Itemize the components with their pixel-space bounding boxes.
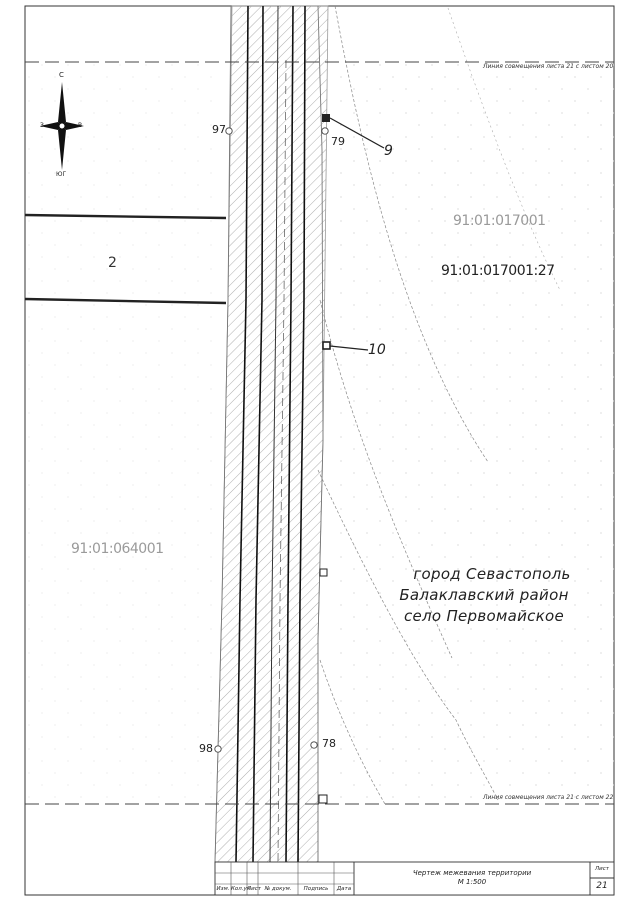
quarter-label-east: 91:01:017001 — [453, 213, 546, 229]
title-block-sheet-label: Лист — [595, 866, 609, 872]
survey-point-98 — [214, 745, 222, 753]
quarter-label-west: 91:01:064001 — [71, 541, 164, 557]
point-label-98: 98 — [199, 742, 213, 755]
title-col-izm: Изм. — [216, 886, 230, 892]
title-block — [214, 861, 615, 896]
road-line-1 — [235, 5, 249, 863]
title-col-date: Дата — [336, 886, 352, 892]
contour-line-4 — [319, 659, 386, 805]
road-corridor-hatch — [214, 5, 329, 863]
road-edge-west — [214, 5, 232, 863]
marker-bottom-icon — [318, 794, 328, 804]
contour-line-3 — [317, 469, 499, 801]
match-line-bottom-note: Линия совмещения листа 21 с листом 22 — [483, 794, 614, 801]
compass-north-label: С — [59, 71, 64, 79]
leader-line-10 — [329, 345, 369, 351]
point-label-97: 97 — [212, 123, 226, 136]
road-line-4 — [285, 5, 294, 863]
marker-small-icon — [319, 568, 328, 577]
marker-10-icon — [322, 341, 331, 350]
point-label-79: 79 — [331, 135, 345, 148]
callout-label-10: 10 — [368, 342, 386, 358]
road-centre-line — [277, 59, 287, 863]
leader-line-9 — [329, 117, 385, 149]
location-city: город Севастополь — [413, 565, 571, 583]
title-col-doc: № докум. — [264, 886, 292, 892]
contour-line-1 — [334, 5, 489, 463]
location-district: Балаклавский район — [399, 586, 569, 604]
survey-point-78 — [310, 741, 318, 749]
point-label-78: 78 — [322, 737, 336, 750]
survey-point-97 — [225, 127, 233, 135]
title-col-list: Лист — [247, 886, 261, 892]
title-col-koluch: Кол.уч — [231, 886, 251, 892]
contour-line-2 — [319, 299, 453, 659]
road-line-3 — [269, 5, 279, 863]
title-block-title: Чертеж межевания территории — [412, 869, 532, 877]
terrain-texture-west — [25, 62, 215, 804]
zone-boundary-bottom — [24, 297, 227, 305]
zone-boundary-top — [24, 213, 227, 220]
compass-south-label: ЮГ — [56, 171, 67, 178]
survey-point-79 — [321, 127, 329, 135]
compass-west-label: З — [40, 122, 44, 129]
title-col-sign: Подпись — [303, 886, 329, 892]
compass-rose-icon — [40, 82, 84, 170]
road-edge-east — [317, 5, 324, 862]
parcel-label-east: 91:01:017001:27 — [441, 263, 555, 279]
marker-9-icon — [322, 114, 330, 122]
title-block-scale: М 1:500 — [457, 878, 487, 886]
match-line-top-note: Линия совмещения листа 21 с листом 20 — [483, 63, 614, 70]
location-village: село Первомайское — [403, 607, 565, 625]
zone-number-label: 2 — [108, 255, 117, 271]
terrain-texture-east — [330, 62, 614, 804]
callout-label-9: 9 — [384, 143, 393, 159]
road-line-5 — [297, 5, 306, 863]
road-line-2 — [252, 5, 264, 863]
title-block-sheet-number: 21 — [596, 881, 608, 891]
compass-east-label: В — [78, 122, 83, 129]
